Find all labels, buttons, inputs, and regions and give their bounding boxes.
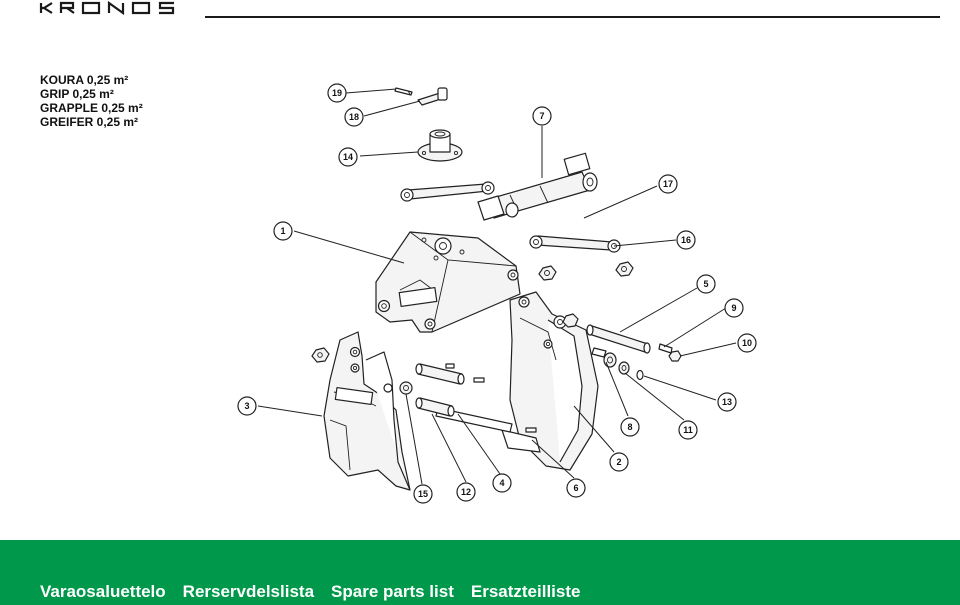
part-12-pin [415, 397, 455, 417]
part-small-bolt-center [445, 363, 485, 383]
callout-10: 10 [737, 333, 757, 353]
callout-17: 17 [658, 174, 678, 194]
part-nut-upper-left [538, 265, 557, 281]
svg-text:8: 8 [627, 422, 632, 432]
svg-text:1: 1 [280, 226, 285, 236]
part-4-pin [415, 363, 513, 433]
svg-text:7: 7 [539, 111, 544, 121]
part-15-bushing [399, 381, 413, 395]
svg-text:5: 5 [703, 279, 708, 289]
part-14-rotator-flange [417, 129, 463, 162]
svg-text:11: 11 [683, 425, 693, 435]
part-2-right-jaw [501, 291, 599, 471]
svg-text:6: 6 [573, 483, 578, 493]
callout-9: 9 [724, 298, 744, 318]
part-5-shaft [586, 324, 651, 354]
footer-title-swedish: Rerservdelslista [182, 582, 315, 601]
callout-3: 3 [237, 396, 257, 416]
part-19-pin [394, 87, 413, 96]
title-swedish: GRIP 0,25 m² [40, 87, 114, 101]
svg-text:12: 12 [461, 487, 471, 497]
callout-15: 15 [413, 484, 433, 504]
exploded-parts-diagram: 19 18 14 7 17 16 1 5 9 10 3 13 8 11 2 4 … [237, 83, 757, 504]
part-1-grapple-frame [375, 231, 521, 333]
header-rule [205, 16, 940, 18]
callout-13: 13 [717, 392, 737, 412]
callout-18: 18 [344, 107, 364, 127]
part-small-bolt-lower [525, 427, 537, 433]
svg-text:10: 10 [742, 338, 752, 348]
callout-6: 6 [566, 478, 586, 498]
leader-lines [257, 88, 737, 485]
kronos-logo [39, 0, 175, 16]
callout-16: 16 [676, 230, 696, 250]
callout-5: 5 [696, 274, 716, 294]
part-nut-upper-right [615, 261, 634, 277]
svg-text:15: 15 [418, 489, 428, 499]
svg-text:2: 2 [616, 457, 621, 467]
callout-19: 19 [327, 83, 347, 103]
callout-2: 2 [609, 452, 629, 472]
callout-4: 4 [492, 473, 512, 493]
footer-title-german: Ersatzteilliste [470, 582, 581, 601]
svg-text:19: 19 [332, 88, 342, 98]
svg-text:13: 13 [722, 397, 732, 407]
part-link-arm-upper [400, 181, 495, 202]
part-3-left-jaw [323, 331, 411, 491]
svg-text:3: 3 [244, 401, 249, 411]
svg-text:16: 16 [681, 235, 691, 245]
callout-8: 8 [620, 417, 640, 437]
part-16-link [529, 235, 621, 253]
title-english: GRAPPLE 0,25 m² [40, 101, 143, 115]
title-german: GREIFER 0,25 m² [40, 115, 139, 129]
footer-title-finnish: Varaosaluettelo [40, 582, 166, 601]
svg-text:14: 14 [343, 152, 353, 162]
part-11-washer [618, 361, 630, 375]
footer-titles: Varaosaluettelo Rerservdelslista Spare p… [40, 582, 597, 602]
part-18-bolt [417, 87, 448, 106]
part-8-bushing [591, 347, 617, 368]
title-finnish: KOURA 0,25 m² [40, 73, 129, 87]
callout-11: 11 [678, 420, 698, 440]
part-10-nut [668, 350, 682, 362]
footer-title-english: Spare parts list [331, 582, 454, 601]
part-nut-jaw-left [311, 347, 330, 363]
callout-7: 7 [532, 106, 552, 126]
svg-text:17: 17 [663, 179, 673, 189]
callout-1: 1 [273, 221, 293, 241]
footer-band: Varaosaluettelo Rerservdelslista Spare p… [0, 540, 960, 605]
svg-text:18: 18 [349, 112, 359, 122]
part-7-hydraulic-cylinder [477, 152, 598, 221]
callout-14: 14 [338, 147, 358, 167]
svg-text:4: 4 [499, 478, 504, 488]
part-9-bolt [658, 343, 673, 354]
part-nut-jaw-right [562, 313, 579, 328]
product-title-block: KOURA 0,25 m² GRIP 0,25 m² GRAPPLE 0,25 … [40, 73, 143, 129]
callout-12: 12 [456, 482, 476, 502]
part-13-retaining-ring [636, 369, 644, 381]
svg-text:9: 9 [731, 303, 736, 313]
